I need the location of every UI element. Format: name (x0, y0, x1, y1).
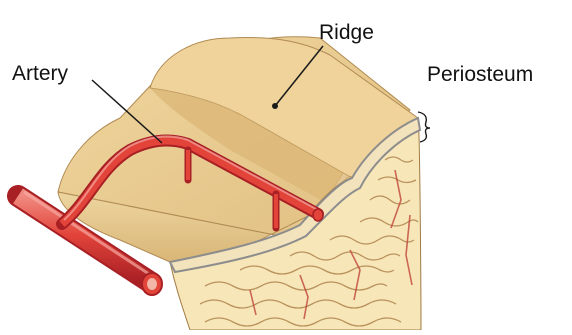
artery-label: Artery (12, 63, 68, 84)
ridge-label: Ridge (319, 22, 374, 43)
periosteum-label: Periosteum (427, 64, 533, 85)
ridge-leader-dot (272, 103, 278, 109)
